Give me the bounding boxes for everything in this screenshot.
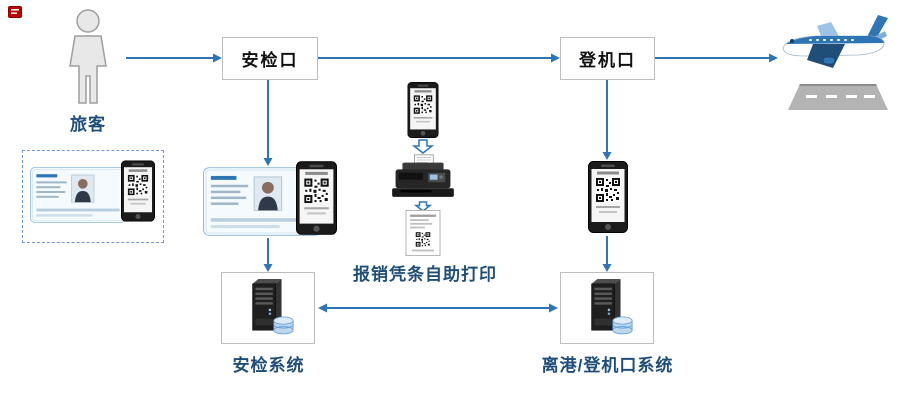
boarding-gate-label: 登机口: [579, 51, 636, 70]
double-arrow-systems: [318, 303, 558, 313]
arrow-boarding-to-phone: [602, 80, 612, 160]
phone-qr-icon: [405, 82, 441, 138]
hollow-arrow-printer-to-receipt: [413, 201, 433, 212]
runway-icon: [788, 84, 888, 110]
id-card-icon: [30, 167, 126, 223]
airplane-icon: [778, 10, 895, 82]
security-system-box: [221, 272, 315, 344]
server-icon: [578, 278, 636, 338]
phone-qr-icon: [121, 160, 155, 222]
security-gate-box: 安检口: [222, 37, 318, 80]
phone-qr-icon: [296, 160, 337, 236]
passenger-icon: [52, 8, 124, 108]
printer-icon: [383, 154, 463, 202]
departure-system-box: [560, 272, 654, 344]
phone-qr-icon: [588, 160, 628, 234]
arrow-boarding-to-plane: [655, 53, 778, 63]
passenger-label: 旅客: [70, 115, 106, 134]
red-stamp-icon: [8, 6, 22, 18]
arrow-passenger-to-security: [126, 53, 222, 63]
arrow-card-to-security-system: [263, 238, 273, 272]
hollow-arrow-phone-to-printer: [411, 139, 435, 154]
arrow-phone-to-departure-system: [602, 236, 612, 272]
arrow-security-to-boarding: [318, 53, 560, 63]
security-system-label: 安检系统: [232, 356, 305, 375]
server-icon: [239, 278, 297, 338]
arrow-security-to-card: [263, 80, 273, 166]
print-station-label: 报销凭条自助打印: [353, 265, 497, 284]
security-gate-label: 安检口: [241, 51, 299, 70]
passenger-credentials-dashed-box: [22, 150, 164, 243]
receipt-icon: [404, 210, 442, 256]
boarding-gate-box: 登机口: [560, 37, 655, 80]
departure-system-label: 离港/登机口系统: [541, 356, 674, 375]
